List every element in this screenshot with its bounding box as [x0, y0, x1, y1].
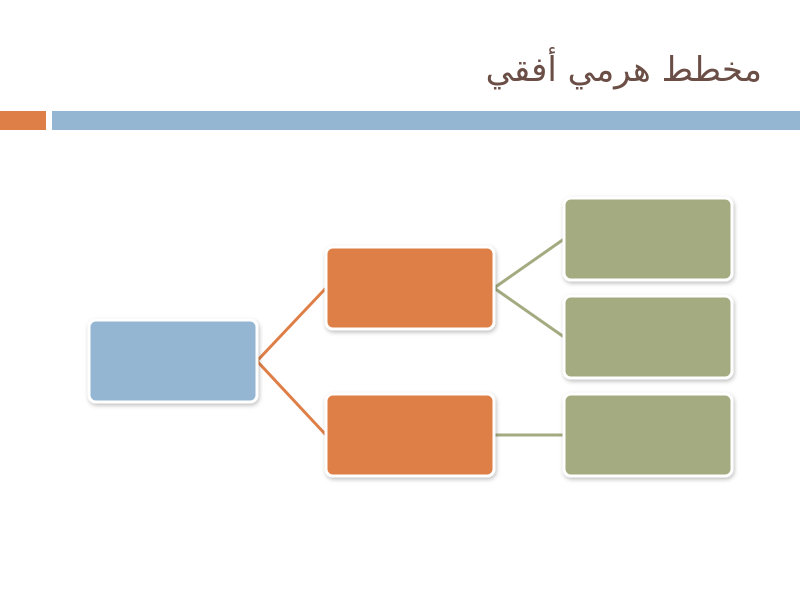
title-underline-bar [52, 111, 800, 130]
branch-node-2[interactable] [324, 392, 496, 478]
nodes [87, 196, 734, 478]
branch-node-2-box[interactable] [324, 392, 496, 478]
child-node-1-2-box[interactable] [562, 294, 734, 380]
branch-node-1[interactable] [324, 245, 496, 331]
connector-root-to-branch-2 [255, 359, 328, 437]
connector-root-to-branch-1 [255, 286, 328, 363]
slide-title[interactable]: مخطط هرمي أفقي [485, 50, 762, 90]
connector-branch-1-to-child-1 [492, 237, 566, 290]
connectors [255, 237, 566, 437]
child-node-2-1-box[interactable] [562, 392, 734, 478]
child-node-1-1[interactable] [562, 196, 734, 282]
child-node-1-2[interactable] [562, 294, 734, 380]
root-node-box[interactable] [87, 318, 259, 404]
branch-node-1-box[interactable] [324, 245, 496, 331]
child-node-1-1-box[interactable] [562, 196, 734, 282]
root-node[interactable] [87, 318, 259, 404]
child-node-2-1[interactable] [562, 392, 734, 478]
connector-branch-1-to-child-2 [492, 286, 566, 339]
title-accent-bar [0, 111, 46, 130]
